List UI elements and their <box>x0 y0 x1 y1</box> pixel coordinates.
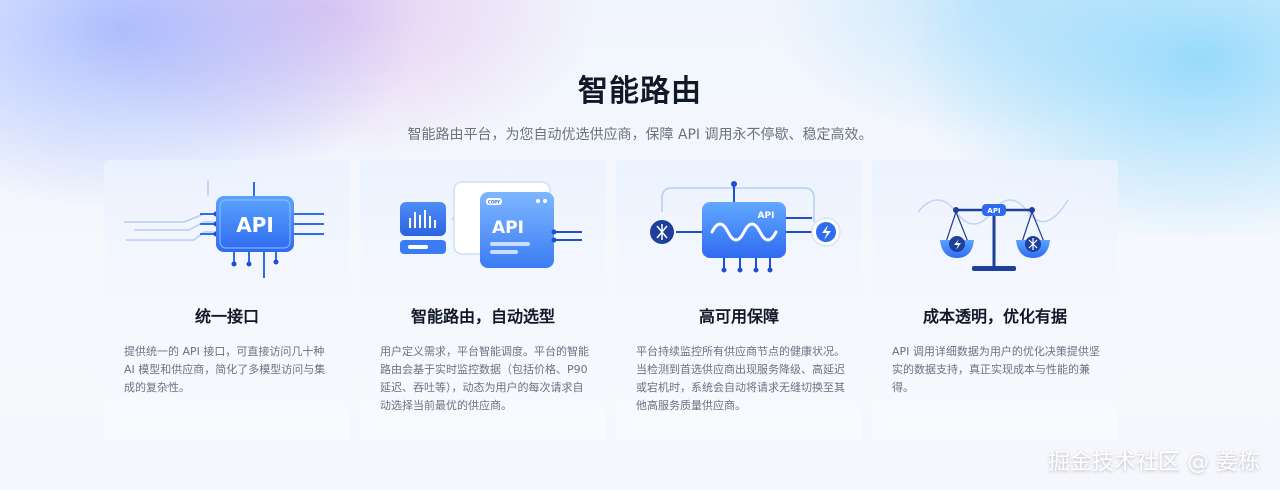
hero-section: 智能路由 智能路由平台，为您自动优选供应商，保障 API 调用永不停歇、稳定高效… <box>0 66 1280 144</box>
card-title: 成本透明，优化有据 <box>922 307 1067 326</box>
api-chip-icon: API <box>124 180 324 278</box>
feature-cards: API 统一接口 提供统一的 API 接口，可直接访问几十种 AI 模型和供应商… <box>104 160 1118 440</box>
card-description: 用户定义需求，平台智能调度。平台的智能路由会基于实时监控数据（包括价格、P90延… <box>380 345 589 412</box>
balance-scale-icon: API <box>917 199 1069 271</box>
feature-card-cost-transparency: API 成本透明，优化有据 API 调用详细数据为用户的优化决策提供坚实的数据支… <box>872 160 1118 440</box>
feature-card-high-availability: API 高可用保障 平台持续监控所有供应商节点的健康状况。当检测到首选供应商出现… <box>616 160 862 440</box>
card-description: 提供统一的 API 接口，可直接访问几十种 AI 模型和供应商，简化了多模型访问… <box>124 345 326 394</box>
failover-switch-icon: API <box>650 181 841 273</box>
watermark: 掘金技术社区 @ 姜栋 <box>1048 450 1260 475</box>
chip-label: API <box>758 211 775 221</box>
page-title: 智能路由 <box>578 74 702 109</box>
card-title: 高可用保障 <box>698 307 779 326</box>
chip-label: API <box>492 218 524 238</box>
routing-dashboard-icon: COPY API <box>400 181 582 268</box>
page-subtitle: 智能路由平台，为您自动优选供应商，保障 API 调用永不停歇、稳定高效。 <box>407 127 873 143</box>
card-description: 平台持续监控所有供应商节点的健康状况。当检测到首选供应商出现服务降级、高延迟或宕… <box>636 345 845 412</box>
feature-card-unified-api: API 统一接口 提供统一的 API 接口，可直接访问几十种 AI 模型和供应商… <box>104 160 350 440</box>
card-description: API 调用详细数据为用户的优化决策提供坚实的数据支持，真正实现成本与性能的兼得… <box>892 345 1100 394</box>
feature-card-smart-routing: COPY API 智能路由，自动选型 用户定义需求，平台智能调度。平台的智能路由… <box>360 160 606 440</box>
chip-label: API <box>987 207 1000 215</box>
chip-label: API <box>236 213 274 237</box>
card-title: 统一接口 <box>194 307 259 326</box>
copy-tag: COPY <box>488 200 500 205</box>
card-title: 智能路由，自动选型 <box>410 307 555 326</box>
